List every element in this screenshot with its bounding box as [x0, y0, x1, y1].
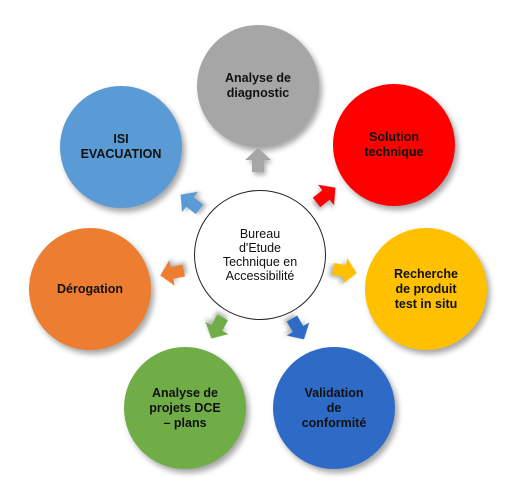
node-label: Solution technique	[364, 130, 424, 159]
node-derogation: Dérogation	[29, 228, 151, 350]
arrow-to-projets	[200, 311, 234, 344]
arrow-to-isi	[173, 184, 208, 219]
arrow-to-diagnostic	[245, 148, 271, 172]
node-solution-technique: Solution technique	[333, 84, 455, 206]
node-label: Recherche de produit test in situ	[394, 266, 458, 311]
node-recherche-produit: Recherche de produit test in situ	[365, 228, 487, 350]
arrow-to-solution	[309, 177, 344, 212]
node-label: Validation de conformité	[301, 385, 367, 430]
arrow-to-derogation	[158, 258, 187, 288]
node-label: ISI EVACUATION	[80, 132, 162, 161]
node-label: Dérogation	[57, 281, 123, 296]
node-isi-evacuation: ISI EVACUATION	[60, 86, 182, 208]
arrow-to-validation	[281, 312, 316, 346]
center-circle: Bureau d'Etude Technique en Accessibilit…	[194, 190, 326, 320]
node-analyse-diagnostic: Analyse de diagnostic	[197, 25, 319, 147]
node-validation-conformite: Validation de conformité	[273, 347, 395, 469]
node-analyse-projets: Analyse de projets DCE – plans	[124, 347, 246, 469]
center-label: Bureau d'Etude Technique en Accessibilit…	[222, 227, 298, 283]
node-label: Analyse de diagnostic	[224, 71, 291, 100]
arrow-to-recherche	[331, 256, 359, 286]
node-label: Analyse de projets DCE – plans	[149, 385, 221, 430]
